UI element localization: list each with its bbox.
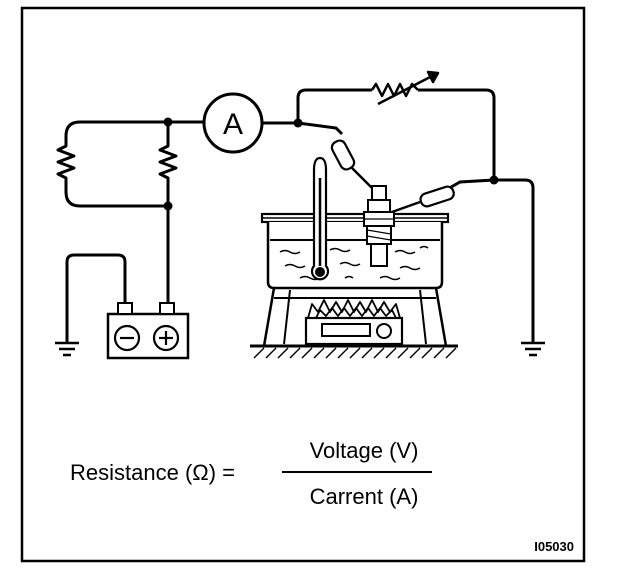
resistance-formula: Resistance (Ω) = Voltage (V) Carrent (A) [70, 438, 432, 509]
ammeter-label: A [223, 108, 243, 141]
meter-output-wire [262, 88, 535, 342]
water-bath [260, 212, 450, 290]
figure-code: I05030 [534, 539, 574, 554]
temperature-sensor [363, 185, 395, 267]
battery [106, 302, 190, 360]
formula-denominator: Carrent (A) [310, 484, 419, 509]
heater-stand [262, 287, 448, 347]
figure-border [20, 6, 586, 563]
test-lead-right [391, 178, 495, 214]
parallel-resistor-network [56, 120, 207, 308]
formula-numerator: Voltage (V) [310, 438, 419, 463]
ground-symbol-right [521, 341, 545, 357]
ground-symbol-left [55, 341, 79, 357]
burner-knob [376, 323, 392, 339]
formula-lhs: Resistance (Ω) = [70, 460, 235, 485]
resistor-right [158, 120, 178, 208]
resistor-left [56, 134, 76, 194]
junction-dot [163, 201, 173, 211]
junction-dot [163, 117, 173, 127]
test-lead-left [297, 121, 373, 189]
ammeter: A [202, 92, 264, 154]
thermometer [310, 156, 330, 281]
negative-lead-wire [65, 253, 127, 342]
table-base [250, 344, 458, 359]
burner-flames [307, 299, 401, 319]
variable-resistor [370, 70, 440, 106]
burner [304, 316, 404, 346]
